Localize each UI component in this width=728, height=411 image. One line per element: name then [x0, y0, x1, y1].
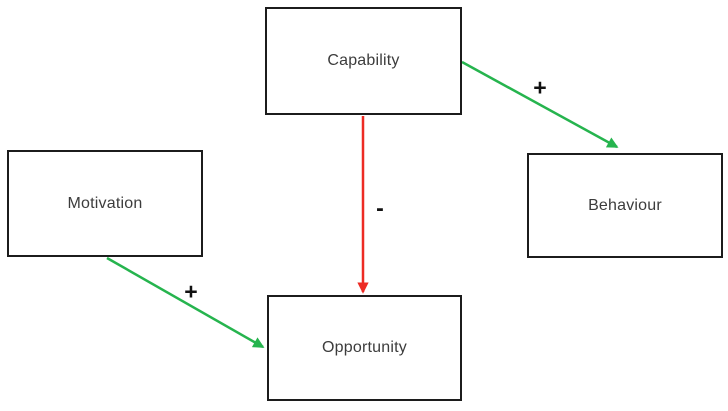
node-opportunity: Opportunity: [267, 295, 462, 401]
edge-sign-capability-behaviour: +: [533, 74, 547, 101]
node-motivation-label: Motivation: [67, 194, 143, 212]
node-opportunity-label: Opportunity: [322, 339, 407, 356]
edge-sign-motivation-opportunity: +: [184, 278, 198, 305]
edge-sign-capability-opportunity: -: [376, 194, 384, 221]
node-behaviour: Behaviour: [527, 153, 723, 258]
node-behaviour-label: Behaviour: [588, 196, 662, 214]
node-capability-label: Capability: [327, 52, 400, 69]
node-motivation: Motivation: [7, 150, 203, 257]
node-capability: Capability: [265, 7, 462, 115]
